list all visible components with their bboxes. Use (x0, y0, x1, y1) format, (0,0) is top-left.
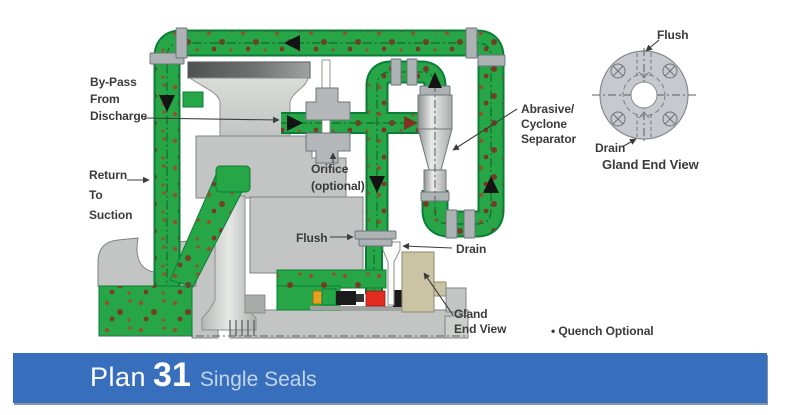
seal-part-red (365, 290, 386, 307)
mechanical-seal-parts (310, 288, 410, 310)
flow-arrow-left-icon (284, 35, 300, 51)
orifice-fitting (305, 59, 351, 164)
label-gev-caption: Gland End View (602, 157, 699, 172)
flush-flange (354, 230, 397, 247)
label-cyclone-separator: Abrasive/ Cyclone Separator (521, 102, 577, 146)
label-quench-optional: • Quench Optional (551, 324, 654, 338)
seal-part-black (336, 291, 356, 305)
shaft-bore (630, 81, 658, 109)
flow-arrows (159, 35, 499, 193)
label-gev-flush: Flush (657, 28, 689, 42)
flush-port-lines (636, 53, 652, 79)
label-return-to-suction: Return To Suction (89, 168, 133, 222)
hatch-lines (229, 320, 255, 336)
bolt-holes (610, 63, 678, 127)
label-bypass-from-discharge: By-Pass From Discharge (90, 75, 148, 123)
gland-assembly (382, 241, 467, 313)
seal-part-gray (356, 294, 364, 302)
drain-channel (382, 241, 401, 306)
seal-part-green (321, 288, 337, 306)
seal-chamber-housing (249, 196, 364, 274)
drain-port-lines (636, 111, 652, 137)
shaft-sleeve (310, 306, 410, 310)
gland-end-view-drawing (592, 48, 697, 142)
impeller-eye (215, 165, 251, 193)
discharge-tap (182, 91, 204, 108)
flow-arrow-down-icon (159, 95, 175, 112)
label-drain-pump: Drain (456, 242, 487, 256)
label-gev-drain: Drain (595, 141, 626, 155)
casing-rib (244, 294, 266, 314)
leader-lines (127, 39, 660, 316)
label-gland-end-view-pump: Gland End View (454, 307, 507, 336)
discharge-nozzle-top (187, 61, 311, 79)
pipe-couplings (149, 27, 506, 239)
gland-step (445, 287, 467, 313)
seal-part-yellow (312, 290, 323, 305)
label-flush-pump: Flush (296, 231, 328, 245)
gland (401, 251, 435, 313)
flow-arrow-up-icon (428, 72, 442, 88)
flow-arrow-red-icon (404, 116, 418, 130)
flow-arrow-up2-icon (483, 176, 499, 193)
pumped-fluid-areas (98, 91, 387, 337)
flow-arrow-right-icon (287, 115, 303, 131)
label-orifice-optional: Orifice (optional) (311, 162, 365, 193)
plan-number: 31 (153, 356, 191, 394)
flow-arrow-down2-icon (369, 176, 385, 193)
baseplate (229, 309, 469, 339)
cyclone-separator (417, 84, 453, 205)
plan-subtitle: Single Seals (199, 368, 317, 391)
baseplate-step (444, 315, 469, 339)
plan-word: Plan (90, 362, 147, 392)
